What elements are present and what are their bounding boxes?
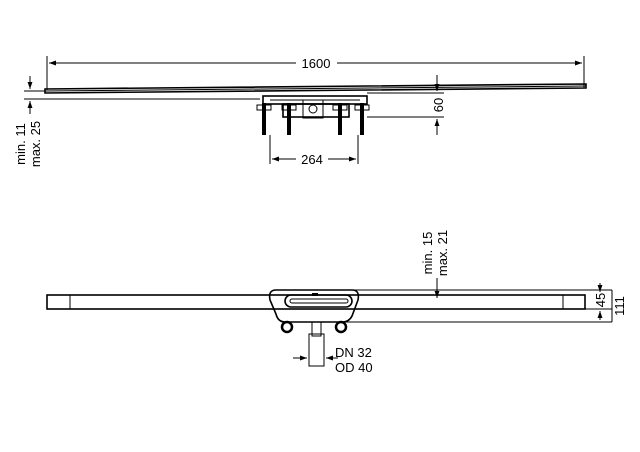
install-height-max: max. 25 — [28, 121, 43, 167]
drain-body — [262, 95, 368, 119]
length-label: 1600 — [302, 56, 331, 71]
install-height-min: min. 11 — [13, 123, 28, 165]
depth-dimension: 60 — [367, 75, 446, 135]
install-height-dimension: min. 11 max. 25 — [13, 76, 260, 167]
cover-height-min: min. 15 — [420, 232, 435, 275]
length-dimension: 1600 — [46, 56, 585, 90]
top-view: 1600 — [13, 56, 587, 167]
outlet-dimension: DN 32 OD 40 — [293, 345, 373, 375]
shower-channel-top — [44, 83, 587, 94]
total-height-label: 111 — [612, 296, 627, 316]
outlet-od-label: OD 40 — [335, 360, 373, 375]
cover-height-max: max. 21 — [435, 230, 450, 276]
height-dimensions: 45 111 — [342, 283, 627, 323]
side-view: DN 32 OD 40 min. 15 max. 21 45 111 — [46, 230, 627, 375]
channel-height-label: 45 — [593, 293, 608, 307]
feet-spacing-label: 264 — [301, 152, 323, 167]
adjustable-feet — [256, 103, 370, 135]
cover-height-dimension: min. 15 max. 21 — [352, 230, 612, 298]
outlet-dn-label: DN 32 — [335, 345, 372, 360]
feet-spacing-dimension: 264 — [269, 135, 359, 167]
depth-label: 60 — [431, 98, 446, 112]
